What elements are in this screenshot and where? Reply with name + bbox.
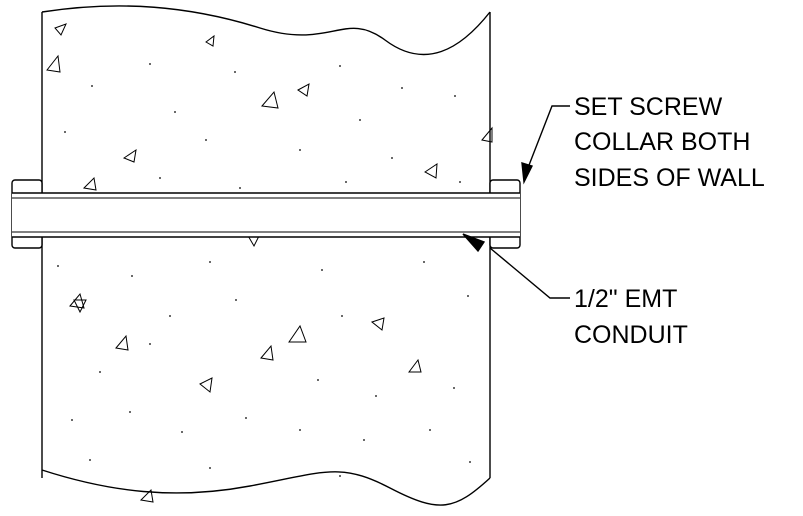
collar-callout-line-1: SET SCREW [574, 93, 723, 121]
collar-callout-line-3: SIDES OF WALL [574, 164, 765, 192]
concrete-hatch-dots [57, 63, 471, 477]
collar-leader [521, 105, 570, 185]
conduit-leader-arrowhead [462, 233, 486, 253]
collar-callout-text: SET SCREW COLLAR BOTH SIDES OF WALL [574, 93, 765, 192]
wall-top-break-line [41, 5, 491, 56]
concrete-wall [41, 5, 491, 506]
emt-conduit [12, 192, 520, 238]
conduit-callout-line-1: 1/2" EMT [574, 285, 677, 313]
conduit-callout-line-2: CONDUIT [574, 321, 688, 349]
conduit-leader [462, 233, 570, 299]
concrete-hatch-triangles [46, 23, 493, 503]
collar-callout-line-2: COLLAR BOTH [574, 128, 750, 156]
collar-leader-arrowhead [521, 162, 533, 185]
wall-bottom-break-line [41, 469, 491, 506]
conduit-callout-text: 1/2" EMT CONDUIT [574, 285, 688, 349]
